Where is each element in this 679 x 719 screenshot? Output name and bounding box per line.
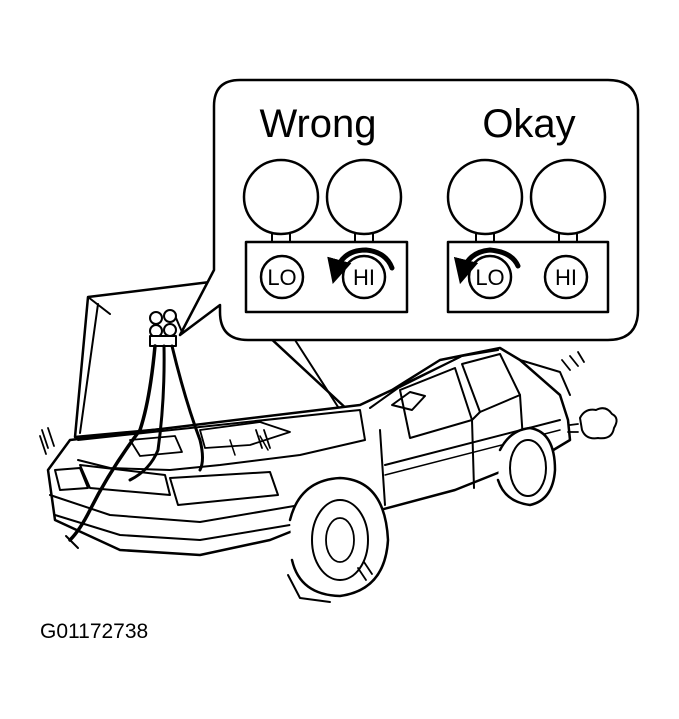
okay-lo-label: LO: [475, 265, 504, 290]
vibration-marks: [39, 351, 585, 581]
okay-open-arrow-icon: [453, 247, 521, 285]
front-grille: [79, 464, 171, 496]
engine-bay: [77, 409, 366, 471]
door-line: [379, 429, 386, 506]
okay-heading: Okay: [482, 102, 575, 146]
okay-lo-gauge-dial: [446, 158, 524, 236]
okay-panel: Okay LO HI: [446, 102, 610, 314]
side-mirror: [391, 391, 426, 411]
wrong-open-arrow-icon: [327, 247, 395, 285]
wrong-lo-label: LO: [267, 265, 296, 290]
figure-code: G01172738: [40, 620, 149, 643]
headlight-left: [54, 467, 89, 491]
wrong-hi-gauge-dial: [325, 158, 403, 236]
car-illustration: [39, 280, 618, 603]
wrong-lo-valve: [259, 254, 305, 300]
gauge-set-on-car: [65, 309, 204, 549]
wrong-heading: Wrong: [259, 102, 376, 146]
headlight-right: [169, 471, 279, 506]
wrong-lo-gauge-dial: [242, 158, 320, 236]
wrong-panel: Wrong LO HI: [242, 102, 409, 314]
callout-bubble: Wrong LO HI Okay LO HI: [175, 78, 640, 342]
wrong-hi-label: HI: [353, 265, 375, 290]
okay-hi-label: HI: [555, 265, 577, 290]
front-wheel: [287, 476, 390, 603]
hose-right: [170, 344, 204, 472]
front-bumper: [49, 494, 301, 541]
okay-manifold-block: [446, 240, 610, 314]
hose-center: [128, 344, 166, 482]
exhaust-puff: [579, 407, 618, 440]
okay-hi-valve: [543, 254, 589, 300]
car-roof: [399, 349, 499, 387]
okay-hi-gauge-dial: [529, 158, 607, 236]
hose-left: [68, 344, 157, 542]
rear-wheel: [496, 426, 557, 507]
hood-prop-rod: [294, 339, 341, 411]
